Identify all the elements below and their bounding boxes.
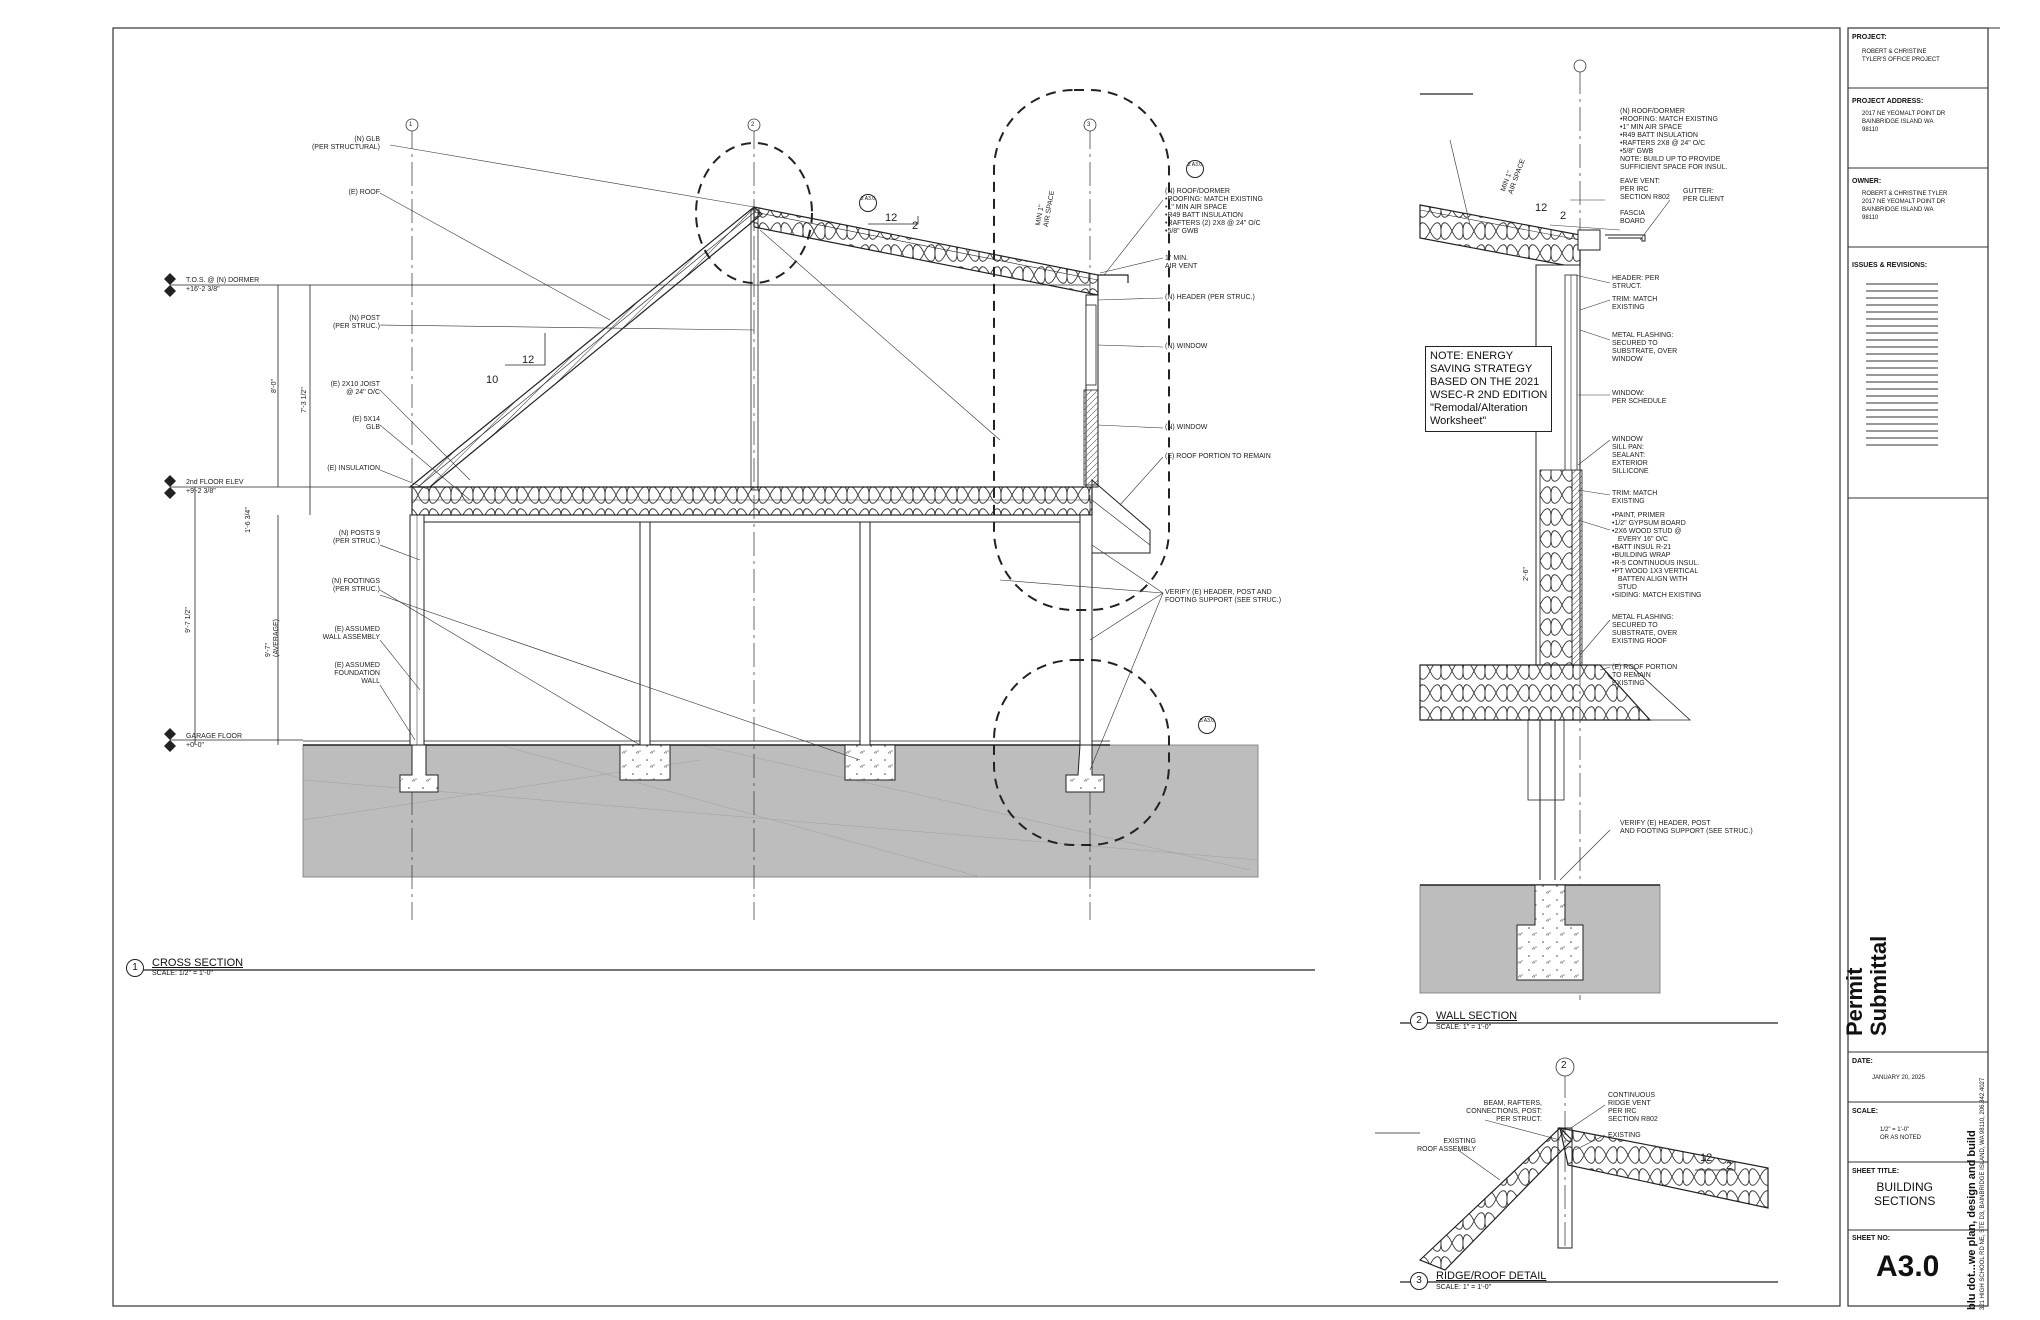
label-garage-elev: +0'-0" xyxy=(186,742,205,749)
ridge-existing-2: EXISTING xyxy=(1608,1132,1641,1139)
firm-address: 321 HIGH SCHOOL RD NE, STE D3, BAINBRIDG… xyxy=(1980,1077,1986,1310)
issues-label: ISSUES & REVISIONS: xyxy=(1852,262,1928,269)
wall-header: HEADER: PER STRUCT. xyxy=(1612,275,1660,290)
ridge-beam: BEAM, RAFTERS, CONNECTIONS, POST: PER ST… xyxy=(1466,1100,1542,1123)
label-post: (N) POST (PER STRUC.) xyxy=(332,315,380,330)
dim-b: 7'-3 1/2" xyxy=(300,387,308,413)
cross-section-drawing xyxy=(164,89,1259,920)
scale-label: SCALE: xyxy=(1852,1108,1879,1115)
ridge-grid-2: 2 xyxy=(1561,1060,1567,1071)
label-roof: (E) ROOF xyxy=(348,189,381,196)
pitch-run-2: 12 xyxy=(522,354,535,366)
wall-pitch-run: 12 xyxy=(1535,202,1548,214)
wall-flashing: METAL FLASHING: SECURED TO SUBSTRATE, OV… xyxy=(1612,332,1678,363)
ridge-detail-drawing xyxy=(1418,1057,1769,1271)
grid-bubble-2: 2 xyxy=(751,122,755,128)
wall-section-drawing xyxy=(1419,59,1692,1000)
wall-assembly: •PAINT, PRIMER •1/2" GYPSUM BOARD •2X6 W… xyxy=(1612,512,1702,599)
wall-flashing-2: METAL FLASHING: SECURED TO SUBSTRATE, OV… xyxy=(1612,614,1678,645)
dim-d: 9'-7" (AVERAGE) xyxy=(265,619,280,657)
wall-section-scale: SCALE: 1" = 1'-0" xyxy=(1436,1024,1492,1031)
ridge-pitch-run: 12 xyxy=(1700,1152,1713,1164)
wall-window: WINDOW: PER SCHEDULE xyxy=(1612,390,1667,405)
wall-section-title: WALL SECTION xyxy=(1436,1010,1518,1022)
address-text: 2017 NE YEOMALT POINT DR BAINBRIDGE ISLA… xyxy=(1862,111,1946,133)
wall-pitch-rise: 2 xyxy=(1560,210,1567,222)
date-label: DATE: xyxy=(1852,1058,1873,1065)
ridge-detail-title: RIDGE/ROOF DETAIL xyxy=(1436,1270,1547,1282)
label-garage: GARAGE FLOOR xyxy=(186,733,243,740)
label-floor2-elev: +9'-2 3/8" xyxy=(186,488,216,495)
sheet-title-label: SHEET TITLE: xyxy=(1852,1168,1900,1175)
wall-roof-remain: (E) ROOF PORTION TO REMAIN EXISTING xyxy=(1612,664,1678,687)
label-foundation: (E) ASSUMED FOUNDATION WALL xyxy=(334,662,380,685)
label-min-air: 1" MIN. AIR VENT xyxy=(1165,255,1198,270)
label-roof-remain: (E) ROOF PORTION TO REMAIN xyxy=(1165,453,1271,460)
pitch-run: 12 xyxy=(885,212,898,224)
detail-tag-footing[interactable]: 3 A3.0 xyxy=(1198,716,1216,734)
label-joist: (E) 2X10 JOIST @ 24" O/C xyxy=(330,381,380,396)
sheet-no-label: SHEET NO: xyxy=(1852,1235,1891,1242)
dim-c: 1'-6 3/4" xyxy=(244,507,252,533)
label-roof-dormer: (N) ROOF/DORMER •ROOFING: MATCH EXISTING… xyxy=(1165,188,1263,235)
grid-bubble-1: 1 xyxy=(409,122,413,128)
sheet-number: A3.0 xyxy=(1876,1250,1940,1283)
grid-bubble-3: 3 xyxy=(1087,122,1091,128)
label-posts9: (N) POSTS 9 (PER STRUC.) xyxy=(332,530,380,545)
wall-dim: 2'-6" xyxy=(1522,567,1530,581)
wall-roof-dormer: (N) ROOF/DORMER •ROOFING: MATCH EXISTING… xyxy=(1620,108,1728,171)
cross-section-number: 1 xyxy=(126,959,144,977)
owner-label: OWNER: xyxy=(1852,178,1882,185)
project-text: ROBERT & CHRISTINE TYLER'S OFFICE PROJEC… xyxy=(1862,49,1940,63)
firm-name: blu dot...we plan, design and build xyxy=(1966,1130,1978,1310)
energy-note: NOTE: ENERGY SAVING STRATEGY BASED ON TH… xyxy=(1425,346,1553,432)
label-insulation: (E) INSULATION xyxy=(327,465,380,472)
sheet-border xyxy=(112,27,1841,1307)
label-glb514: (E) 5X14 GLB xyxy=(352,416,380,431)
dim-a: 8'-0" xyxy=(270,379,278,393)
label-window-2: (N) WINDOW xyxy=(1165,424,1208,431)
ridge-vent: CONTINUOUS RIDGE VENT PER IRC SECTION R8… xyxy=(1608,1092,1658,1123)
wall-trim-2: TRIM: MATCH EXISTING xyxy=(1612,490,1658,505)
wall-trim: TRIM: MATCH EXISTING xyxy=(1612,296,1658,311)
label-tos-elev: +16'-2 3/8" xyxy=(186,286,220,293)
label-glb: (N) GLB (PER STRUCTURAL) xyxy=(311,136,380,151)
wall-fascia: FASCIA BOARD xyxy=(1620,210,1645,225)
label-floor2: 2nd FLOOR ELEV xyxy=(186,479,244,486)
wall-sill: WINDOW SILL PAN: SEALANT: EXTERIOR SILLI… xyxy=(1612,436,1649,475)
wall-section-number: 2 xyxy=(1410,1012,1428,1030)
project-label: PROJECT: xyxy=(1852,34,1887,41)
label-window-1: (N) WINDOW xyxy=(1165,343,1208,350)
address-label: PROJECT ADDRESS: xyxy=(1852,98,1924,105)
ridge-pitch-rise: 2 xyxy=(1726,1160,1733,1172)
date-value: JANUARY 20, 2025 xyxy=(1872,1075,1925,1081)
wall-eave: EAVE VENT: PER IRC SECTION R802 xyxy=(1620,178,1670,201)
label-wall-assembly: (E) ASSUMED WALL ASSEMBLY xyxy=(322,626,380,641)
detail-tag-top[interactable]: 2 A3.0 xyxy=(859,194,877,212)
wall-gutter: GUTTER: PER CLIENT xyxy=(1683,188,1725,203)
scale-value: 1/2" = 1'-0" OR AS NOTED xyxy=(1880,1127,1922,1141)
sheet-title-value: BUILDING SECTIONS xyxy=(1874,1180,1936,1208)
ridge-existing: EXISTING ROOF ASSEMBLY xyxy=(1417,1138,1476,1153)
cross-section-title: CROSS SECTION xyxy=(152,957,244,969)
label-header: (N) HEADER (PER STRUC.) xyxy=(1165,294,1255,301)
label-tos: T.O.S. @ (N) DORMER xyxy=(186,277,260,284)
label-verify: VERIFY (E) HEADER, POST AND FOOTING SUPP… xyxy=(1165,589,1282,604)
pitch-rise: 2 xyxy=(912,220,919,232)
ridge-detail-number: 3 xyxy=(1410,1272,1428,1290)
owner-text: ROBERT & CHRISTINE TYLER 2017 NE YEOMALT… xyxy=(1862,191,1948,221)
permit-stamp: Permit Submittal xyxy=(1842,935,1891,1036)
ridge-detail-scale: SCALE: 1" = 1'-0" xyxy=(1436,1284,1492,1291)
wall-verify: VERIFY (E) HEADER, POST AND FOOTING SUPP… xyxy=(1620,820,1753,835)
cross-section-scale: SCALE: 1/2" = 1'-0" xyxy=(152,970,213,977)
pitch-rise-2: 10 xyxy=(486,374,499,386)
title-block-border xyxy=(1847,27,1989,1307)
detail-tag-dormer[interactable]: 2 A3.0 xyxy=(1186,160,1204,178)
label-footings: (N) FOOTINGS (PER STRUC.) xyxy=(331,578,380,593)
dim-e: 9'-7 1/2" xyxy=(184,607,192,633)
